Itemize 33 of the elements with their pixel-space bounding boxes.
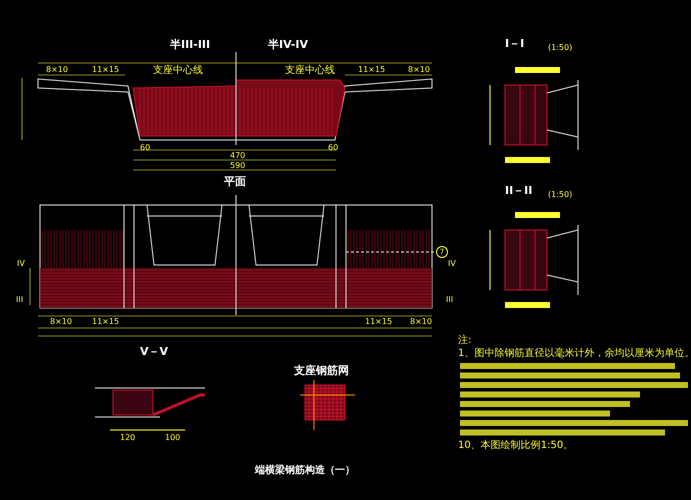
dimension-text: 11×15 bbox=[92, 66, 120, 74]
scale-text: (1:50) bbox=[548, 44, 572, 52]
dimension-text: 60 bbox=[328, 144, 338, 152]
section-mark: IV bbox=[448, 260, 456, 268]
section-mark: III bbox=[446, 296, 454, 304]
dimension-text: 100 bbox=[165, 434, 180, 442]
drawing-caption: 端横梁钢筋构造（一） bbox=[255, 466, 355, 476]
dimension-text: 11×15 bbox=[365, 318, 392, 326]
dimension-text: 8×10 bbox=[50, 318, 72, 326]
dimension-text: 470 bbox=[230, 152, 246, 160]
section-title: I－I bbox=[505, 38, 524, 49]
dimension-text: 8×10 bbox=[408, 66, 430, 74]
notes-heading: 注: bbox=[458, 336, 472, 346]
section-title: II－II bbox=[505, 185, 532, 196]
section-mark: IV bbox=[17, 260, 25, 268]
dimension-text: 8×10 bbox=[46, 66, 68, 74]
section-title: 半IV-IV bbox=[268, 39, 308, 50]
dimension-text: 11×15 bbox=[358, 66, 386, 74]
dimension-text: 支座中心线 bbox=[285, 66, 335, 76]
dimension-text: 8×10 bbox=[410, 318, 432, 326]
note-text: 10、本图绘制比例1:50。 bbox=[458, 441, 574, 451]
scale-text: (1:50) bbox=[548, 191, 572, 199]
dimension-text: 支座中心线 bbox=[153, 66, 203, 76]
view-title: 平面 bbox=[224, 176, 246, 187]
dimension-text: 60 bbox=[140, 144, 150, 152]
dimension-text: 590 bbox=[230, 162, 246, 170]
section-title: V－V bbox=[140, 346, 168, 357]
note-text: 1、图中除钢筋直径以毫米计外，余均以厘米为单位。 bbox=[458, 349, 691, 359]
view-title: 支座钢筋网 bbox=[294, 365, 349, 376]
dimension-text: 11×15 bbox=[92, 318, 120, 326]
section-mark: III bbox=[16, 296, 24, 304]
dimension-text: 120 bbox=[120, 434, 136, 442]
section-title: 半III-III bbox=[170, 39, 210, 50]
